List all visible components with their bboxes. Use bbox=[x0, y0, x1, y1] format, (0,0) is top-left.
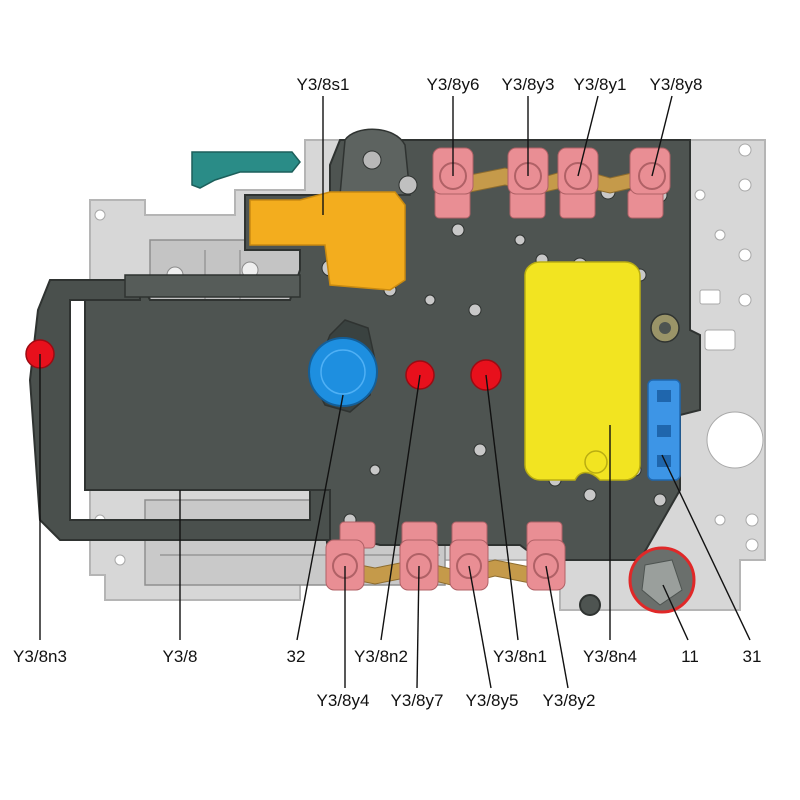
leader-y3-8y8 bbox=[651, 95, 673, 177]
label-y3-8y6: Y3/8y6 bbox=[427, 75, 480, 94]
label-32: 32 bbox=[287, 647, 306, 666]
label-y3-8: Y3/8 bbox=[163, 647, 198, 666]
solenoid-y2 bbox=[526, 521, 566, 591]
solenoid-y4 bbox=[325, 521, 376, 591]
label-y3-8n4: Y3/8n4 bbox=[583, 647, 637, 666]
label-y3-8y7: Y3/8y7 bbox=[391, 691, 444, 710]
label-y3-8y2: Y3/8y2 bbox=[543, 691, 596, 710]
leader-y3-8y5 bbox=[468, 565, 492, 689]
sensor-32 bbox=[308, 319, 378, 413]
label-y3-8n3: Y3/8n3 bbox=[13, 647, 67, 666]
connector-31-pin bbox=[657, 425, 671, 437]
plug-11 bbox=[628, 546, 696, 614]
label-y3-8y3: Y3/8y3 bbox=[502, 75, 555, 94]
bottom-plug bbox=[579, 594, 601, 616]
callout-labels: Y3/8s1 Y3/8y6 Y3/8y3 Y3/8y1 Y3/8y8 Y3/8n… bbox=[13, 75, 761, 710]
lead-frame-crossbar bbox=[124, 274, 301, 298]
label-y3-8s1: Y3/8s1 bbox=[297, 75, 350, 94]
label-y3-8y4: Y3/8y4 bbox=[317, 691, 370, 710]
label-11: 11 bbox=[681, 647, 699, 666]
solenoid-y8 bbox=[627, 147, 671, 219]
leader-y3-8y7 bbox=[416, 565, 420, 689]
label-31: 31 bbox=[743, 647, 762, 666]
label-y3-8y1: Y3/8y1 bbox=[574, 75, 627, 94]
solenoid-y1 bbox=[557, 147, 599, 219]
mounting-nut-hole bbox=[659, 322, 671, 334]
control-board-n4 bbox=[524, 261, 641, 481]
connector-31-pin bbox=[657, 455, 671, 467]
leader-lines bbox=[39, 95, 751, 689]
leader-y3-8y1 bbox=[577, 95, 599, 177]
lead-frame-arm bbox=[28, 279, 331, 541]
bracket-nut bbox=[398, 175, 418, 195]
sensor-s1 bbox=[249, 191, 406, 291]
label-y3-8n1: Y3/8n1 bbox=[493, 647, 547, 666]
label-y3-8n2: Y3/8n2 bbox=[354, 647, 408, 666]
solenoid-y5 bbox=[449, 521, 489, 591]
leader-y3-8n2 bbox=[380, 374, 421, 641]
solenoid-y7 bbox=[399, 521, 439, 591]
label-y3-8y5: Y3/8y5 bbox=[466, 691, 519, 710]
teal-connector bbox=[191, 151, 301, 189]
leader-y3-8y2 bbox=[545, 565, 569, 689]
leader-31 bbox=[661, 454, 751, 641]
leader-32 bbox=[296, 394, 344, 641]
board-mark bbox=[584, 450, 608, 474]
bracket-hole bbox=[362, 150, 382, 170]
leader-y3-8n1 bbox=[485, 374, 519, 641]
leader-11 bbox=[662, 584, 689, 641]
label-y3-8y8: Y3/8y8 bbox=[650, 75, 703, 94]
connector-31-pin bbox=[657, 390, 671, 402]
